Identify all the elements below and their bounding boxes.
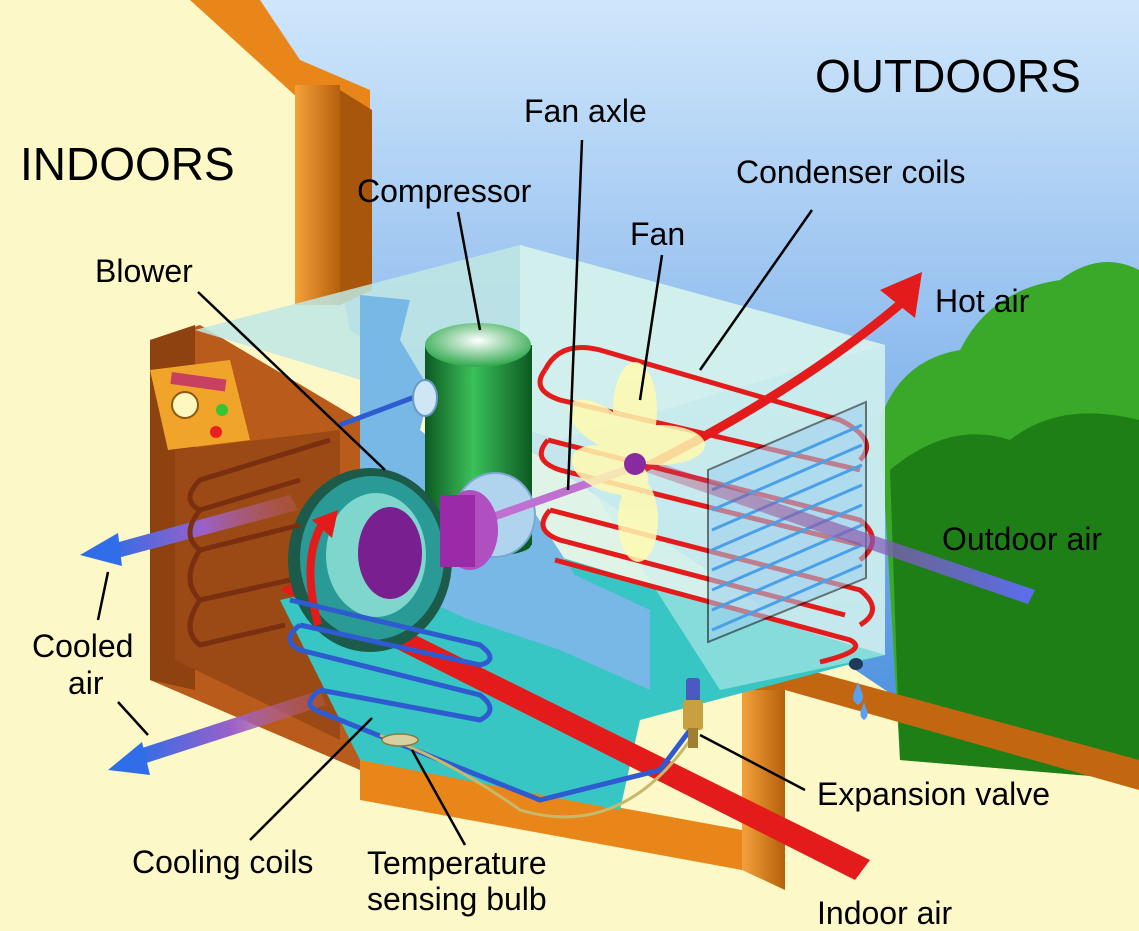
indicator-light-green <box>216 404 228 416</box>
leader-condenser-coils <box>698 209 814 371</box>
blower-circulation-arrow <box>306 517 329 626</box>
thermostat-slider <box>170 372 227 392</box>
temperature-bulb-label-line1: Temperature <box>367 845 547 881</box>
wall-pillar <box>295 85 340 305</box>
cooled-air-label-line1: Cooled <box>32 628 133 664</box>
cooled-air-arrow-upper <box>108 495 298 560</box>
indoor-coil <box>187 437 331 648</box>
condenser-coils-label: Condenser coils <box>736 154 965 190</box>
fan-label: Fan <box>630 216 685 252</box>
expansion-valve-label: Expansion valve <box>817 776 1050 812</box>
leader-compressor <box>456 211 482 331</box>
cooled-air-arrow-lower-head <box>108 742 150 775</box>
wall-pillar-side <box>340 90 372 305</box>
cooled-air-arrow-upper-head <box>80 533 122 566</box>
outdoors-label: OUTDOORS <box>815 50 1081 102</box>
expansion-valve <box>683 678 703 748</box>
drain-outlet <box>849 658 863 670</box>
leader-expansion-valve <box>699 733 806 792</box>
leader-blower <box>197 291 386 471</box>
sensing-bulb <box>381 733 419 747</box>
cooling-coils <box>287 597 692 803</box>
wall-lower-right <box>740 665 1139 790</box>
blower-label: Blower <box>95 253 193 289</box>
blower-circulation-arrowhead <box>312 510 338 538</box>
leader-cooled-air-lower <box>117 701 149 736</box>
leader-cooling-coils <box>249 717 373 841</box>
fan-axle-label: Fan axle <box>524 93 647 129</box>
hot-air-label: Hot air <box>935 283 1030 319</box>
temperature-sensing-bulb <box>379 733 692 819</box>
cooled-air-label-line2: air <box>68 665 104 701</box>
leader-fan-axle <box>566 139 584 491</box>
indoor-air-label: Indoor air <box>817 895 953 931</box>
wall-lower-pillar <box>742 690 785 890</box>
water-drip <box>853 682 863 705</box>
indicator-light-red <box>210 426 222 438</box>
fan-hub <box>624 453 646 475</box>
refrigerant-line <box>339 392 421 428</box>
compressor-label: Compressor <box>357 173 532 209</box>
control-knob[interactable] <box>171 391 199 419</box>
water-drip-2 <box>860 702 868 720</box>
pipe-collar <box>412 379 438 417</box>
leader-temperature-bulb <box>410 749 467 846</box>
leader-fan <box>638 254 664 401</box>
leader-cooled-air-upper <box>96 571 110 621</box>
outdoor-air-label: Outdoor air <box>942 521 1102 557</box>
indoors-label: INDOORS <box>20 138 235 190</box>
temperature-bulb-label-line2: sensing bulb <box>367 881 547 917</box>
cooling-coils-label: Cooling coils <box>132 844 313 880</box>
outdoor-air-flow <box>640 460 1035 604</box>
hot-air-arrow <box>880 272 922 318</box>
cooled-air-arrow-lower <box>136 690 326 765</box>
